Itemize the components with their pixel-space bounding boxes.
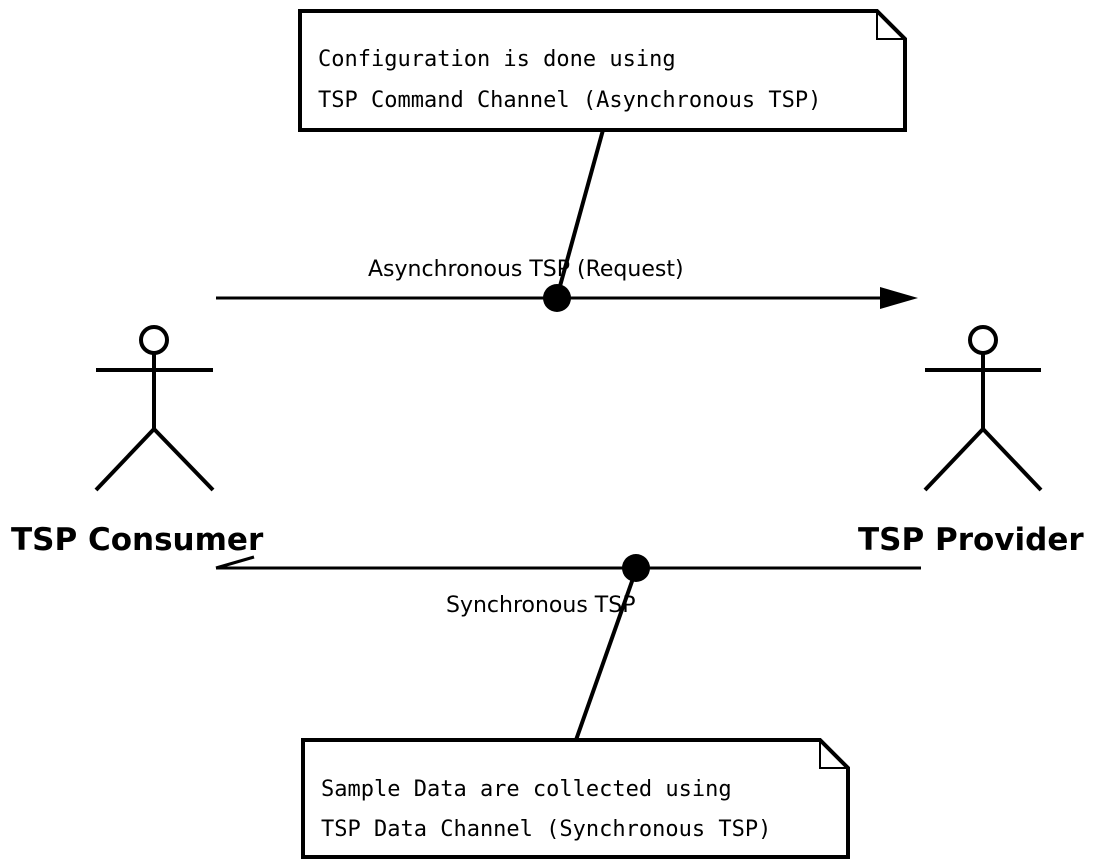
sample-note-connector — [574, 569, 638, 741]
sample-note-fold — [819, 740, 848, 769]
consumer-actor-icon — [94, 325, 215, 492]
provider-actor-icon — [923, 325, 1043, 492]
consumer-actor-label: TSP Consumer — [11, 522, 264, 558]
sync-edge[interactable]: Synchronous TSP — [215, 554, 921, 618]
config-note-connector — [555, 129, 605, 298]
config-note-line1: Configuration is done using — [318, 47, 676, 72]
config-note-fold — [876, 11, 905, 40]
request-arrowhead-icon — [880, 287, 918, 309]
sync-arrowhead-icon — [215, 555, 255, 570]
request-edge-junction-dot — [543, 284, 571, 312]
sync-edge-junction-dot — [622, 554, 650, 582]
consumer-actor[interactable]: TSP Consumer — [11, 325, 264, 558]
config-note-box — [298, 9, 907, 132]
request-edge[interactable]: Asynchronous TSP (Request) — [216, 257, 918, 312]
config-note[interactable]: Configuration is done using TSP Command … — [298, 9, 907, 132]
sample-note-line2: TSP Data Channel (Synchronous TSP) — [321, 817, 771, 842]
sample-note-line1: Sample Data are collected using — [321, 777, 732, 802]
sample-note[interactable]: Sample Data are collected using TSP Data… — [301, 738, 850, 859]
sample-note-box — [301, 738, 850, 859]
config-note-line2: TSP Command Channel (Asynchronous TSP) — [318, 88, 821, 113]
request-edge-label: Asynchronous TSP (Request) — [368, 257, 684, 282]
sync-edge-label: Synchronous TSP — [446, 593, 635, 618]
provider-actor-label: TSP Provider — [858, 522, 1084, 558]
provider-actor[interactable]: TSP Provider — [858, 325, 1084, 558]
